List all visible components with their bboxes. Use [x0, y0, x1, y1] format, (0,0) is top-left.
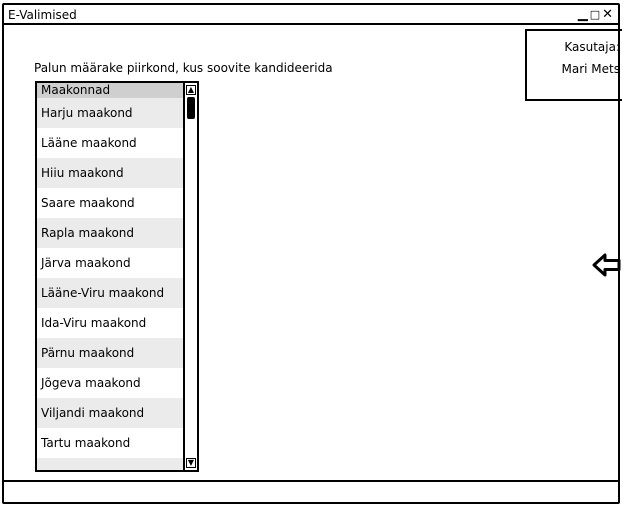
list-item[interactable]: Pärnu maakond: [37, 338, 183, 368]
window-title: E-Valimised: [8, 8, 77, 22]
app-window: E-Valimised ▁□✕ Kasutaja: Mari Mets Palu…: [2, 3, 622, 504]
scroll-up-icon[interactable]: ▲: [186, 85, 196, 95]
list-item[interactable]: Ida-Viru maakond: [37, 308, 183, 338]
list-item[interactable]: Viljandi maakond: [37, 398, 183, 428]
list-item[interactable]: Hiiu maakond: [37, 158, 183, 188]
scroll-down-icon[interactable]: ▼: [186, 458, 196, 468]
list-scrollbar[interactable]: ▲ ▼: [183, 83, 197, 470]
maximize-icon[interactable]: □: [589, 8, 602, 21]
user-panel: Kasutaja: Mari Mets: [525, 29, 622, 101]
list-header: Maakonnad: [37, 83, 183, 98]
list-item[interactable]: Lääne maakond: [37, 128, 183, 158]
user-label: Kasutaja:: [564, 40, 620, 54]
scroll-thumb[interactable]: [187, 97, 195, 119]
user-name: Mari Mets: [561, 62, 620, 76]
arrow-left-icon[interactable]: [592, 252, 622, 278]
minimize-icon[interactable]: ▁: [577, 7, 589, 22]
list-item[interactable]: Harju maakond: [37, 98, 183, 128]
list-item[interactable]: Jõgeva maakond: [37, 368, 183, 398]
list-item[interactable]: Rapla maakond: [37, 218, 183, 248]
status-bar: [4, 480, 618, 502]
close-icon[interactable]: ✕: [602, 7, 614, 22]
list-item[interactable]: [37, 458, 183, 470]
list-item[interactable]: Saare maakond: [37, 188, 183, 218]
title-bar: E-Valimised ▁□✕: [4, 5, 618, 25]
list-item[interactable]: Järva maakond: [37, 248, 183, 278]
region-prompt: Palun määrake piirkond, kus soovite kand…: [34, 61, 333, 75]
list-item[interactable]: Lääne-Viru maakond: [37, 278, 183, 308]
county-listbox[interactable]: Maakonnad Harju maakond Lääne maakond Hi…: [35, 81, 199, 472]
list-item[interactable]: Tartu maakond: [37, 428, 183, 458]
county-list: Harju maakond Lääne maakond Hiiu maakond…: [37, 98, 183, 470]
window-controls: ▁□✕: [577, 7, 614, 22]
